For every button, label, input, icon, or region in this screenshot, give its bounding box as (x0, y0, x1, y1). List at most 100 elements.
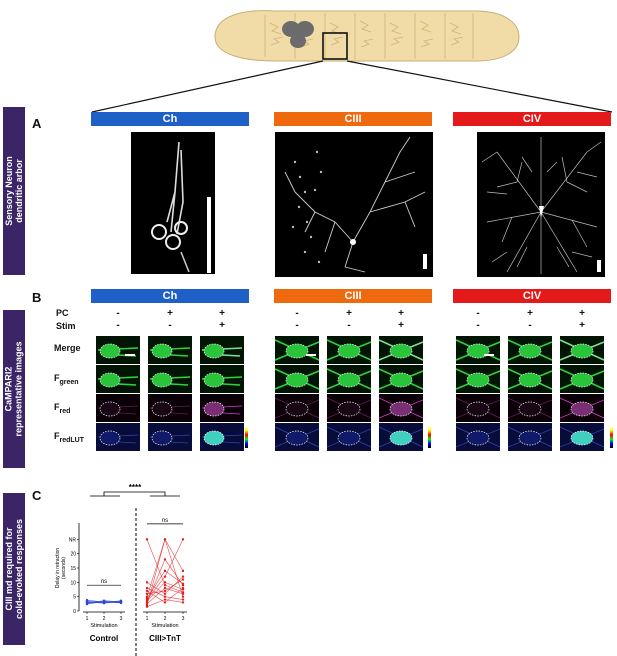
larva-illustration (214, 10, 520, 62)
pc-sign: + (398, 308, 404, 319)
fred-image-ch-3 (200, 394, 244, 422)
x-tick-label: 2 (164, 616, 167, 622)
fgreen-image-ciii-2 (327, 365, 371, 393)
data-point (181, 601, 185, 604)
stim-sign: - (476, 320, 480, 331)
x-tick-label: 3 (120, 616, 123, 622)
fgreen-image-ciii-1 (275, 365, 319, 393)
data-point (181, 598, 185, 601)
pc-sign: + (167, 308, 173, 319)
micrograph-ch-arbor (131, 132, 215, 274)
pc-sign: + (219, 308, 225, 319)
lut-colorbar (245, 426, 248, 448)
header-ciii-b: CIII (274, 289, 432, 303)
x-tick-label: 1 (146, 616, 149, 622)
data-point (163, 586, 167, 590)
data-point (163, 595, 167, 598)
data-point (181, 595, 185, 598)
fredlut-image-ch-3 (200, 423, 244, 451)
stim-sign: + (219, 320, 225, 331)
data-point (102, 600, 106, 603)
ns-label: ns (101, 579, 107, 585)
y-tick-label: NR (69, 537, 77, 543)
y-tick-label: 0 (73, 609, 76, 615)
micrograph-civ-arbor (477, 132, 605, 277)
data-point (181, 591, 185, 594)
significance-bracket (90, 491, 180, 497)
scale-bar (484, 354, 494, 356)
data-point (163, 601, 167, 604)
data-point (181, 575, 185, 578)
panel-letter-b: B (32, 290, 42, 305)
merge-image-ciii-1 (275, 336, 319, 364)
row-label-fgreen: Fgreen (54, 373, 79, 386)
fredlut-image-ch-2 (148, 423, 192, 451)
merge-image-ch-1 (96, 336, 140, 364)
merge-image-ciii-2 (327, 336, 371, 364)
data-point (163, 592, 167, 595)
merge-image-ch-3 (200, 336, 244, 364)
data-point (181, 582, 185, 585)
scale-bar (423, 254, 427, 269)
y-tick-label: 20 (70, 552, 76, 558)
stim-sign: - (528, 320, 532, 331)
panel-letter-c: C (32, 488, 42, 503)
data-point (145, 602, 149, 606)
fgreen-image-ciii-3 (379, 365, 423, 393)
stim-sign: - (168, 320, 172, 331)
y-axis-title: Delay in retraction(seconds) (55, 548, 67, 589)
fred-image-ciii-3 (379, 394, 423, 422)
scale-bar (125, 354, 135, 356)
scale-bar (306, 354, 316, 356)
fredlut-image-ciii-3 (379, 423, 423, 451)
pc-sign: + (527, 308, 533, 319)
pc-label: PC (56, 308, 69, 318)
fgreen-image-ch-3 (200, 365, 244, 393)
fred-image-civ-1 (456, 394, 500, 422)
x-axis-title: Stimulation (90, 623, 117, 629)
lut-colorbar (610, 426, 613, 448)
data-point (102, 602, 106, 605)
row-label-merge: Merge (54, 343, 81, 353)
zoom-lines (91, 60, 613, 113)
fredlut-image-ciii-1 (275, 423, 319, 451)
fred-image-civ-2 (508, 394, 552, 422)
x-axis-title: Stimulation (151, 623, 178, 629)
x-tick-label: 2 (103, 616, 106, 622)
fgreen-image-ch-2 (148, 365, 192, 393)
y-tick-label: 5 (73, 595, 76, 601)
data-point (163, 558, 167, 561)
fred-image-civ-3 (560, 394, 604, 422)
row-label-fredlut: FredLUT (54, 431, 84, 444)
data-point (119, 600, 123, 604)
fgreen-image-ch-1 (96, 365, 140, 393)
header-civ-b: CIV (453, 289, 611, 303)
fredlut-image-ch-1 (96, 423, 140, 451)
fredlut-image-ciii-2 (327, 423, 371, 451)
data-point (163, 584, 167, 587)
pc-sign: + (579, 308, 585, 319)
data-point (181, 538, 185, 541)
fred-image-ciii-2 (327, 394, 371, 422)
data-point (163, 589, 167, 593)
merge-image-civ-1 (456, 336, 500, 364)
fgreen-image-civ-1 (456, 365, 500, 393)
ns-label: ns (162, 518, 168, 524)
fgreen-image-civ-3 (560, 365, 604, 393)
lut-colorbar (428, 426, 431, 448)
header-ch-b: Ch (91, 289, 249, 303)
data-point (145, 599, 149, 603)
data-point (163, 598, 167, 601)
fredlut-image-civ-3 (560, 423, 604, 451)
fgreen-image-civ-2 (508, 365, 552, 393)
scale-bar (207, 197, 211, 273)
fred-image-ciii-1 (275, 394, 319, 422)
pc-sign: - (476, 308, 480, 319)
x-tick-label: 1 (86, 616, 89, 622)
merge-image-ciii-3 (379, 336, 423, 364)
header-ch-a: Ch (91, 112, 249, 126)
panel-letter-a: A (32, 116, 42, 131)
stim-sign: - (116, 320, 120, 331)
